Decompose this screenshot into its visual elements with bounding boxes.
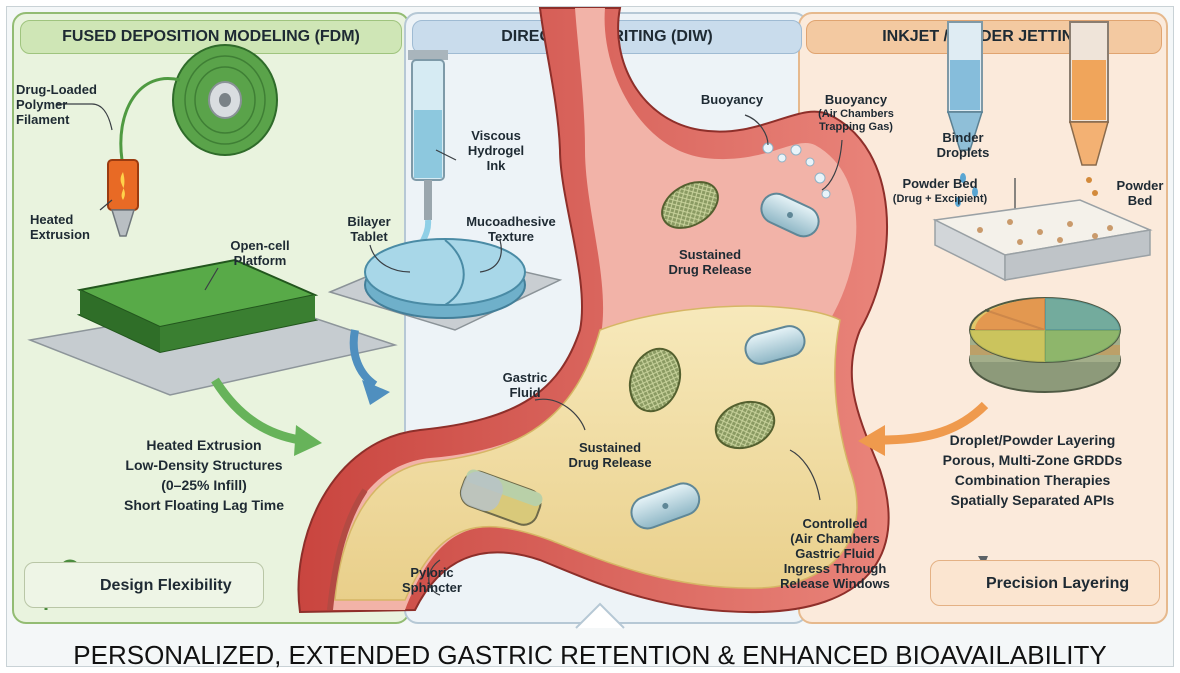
filament-strand	[121, 78, 180, 160]
ink-label: Viscous Hydrogel Ink	[456, 128, 536, 173]
inkjet-features: Droplet/Powder Layering Porous, Multi-Zo…	[905, 430, 1160, 510]
powder-bed-sublabel: (Drug + Excipient)	[870, 193, 1010, 206]
sustained-release-lower-label: Sustained Drug Release	[560, 440, 660, 470]
platform-label: Open-cell Platform	[210, 238, 310, 268]
extruder-nozzle-icon	[108, 160, 138, 236]
inkjet-feature-2: Porous, Multi-Zone GRDDs	[905, 450, 1160, 470]
footer-title: PERSONALIZED, EXTENDED GASTRIC RETENTION…	[0, 637, 1180, 673]
powder-bed-icon	[935, 200, 1150, 280]
gastric-fluid-label: Gastric Fluid	[490, 370, 560, 400]
powder-bed-label: Powder Bed	[870, 176, 1010, 191]
fdm-badge-label: Design Flexibility	[100, 577, 232, 595]
fdm-feature-3: (0–25% Infill)	[24, 475, 384, 495]
open-cell-platform-icon	[30, 260, 395, 395]
powder-nozzle-icon	[1070, 22, 1108, 165]
sustained-release-upper-label: Sustained Drug Release	[660, 247, 760, 277]
fdm-feature-2: Low-Density Structures	[24, 455, 384, 475]
buoyancy-detail-title: Buoyancy	[806, 92, 906, 107]
footer-pointer	[576, 604, 624, 628]
controlled-release-label: Controlled (Air Chambers Gastric Fluid I…	[760, 516, 910, 591]
syringe-icon	[408, 50, 448, 220]
bilayer-label: Bilayer Tablet	[334, 214, 404, 244]
filament-spool-icon	[173, 45, 277, 155]
inkjet-feature-1: Droplet/Powder Layering	[905, 430, 1160, 450]
fdm-feature-4: Short Floating Lag Time	[24, 495, 384, 515]
inkjet-feature-3: Combination Therapies	[905, 470, 1160, 490]
inkjet-badge-label: Precision Layering	[986, 575, 1129, 593]
inkjet-feature-4: Spatially Separated APIs	[905, 490, 1160, 510]
binder-droplets-label: Binder Droplets	[928, 130, 998, 160]
filament-label: Drug-Loaded Polymer Filament	[16, 82, 106, 127]
buoyancy-detail-label: (Air Chambers Trapping Gas)	[806, 108, 906, 134]
heated-extrusion-label: Heated Extrusion	[30, 212, 110, 242]
fdm-feature-1: Heated Extrusion	[24, 435, 384, 455]
multi-zone-tablet-icon	[970, 298, 1120, 392]
mucoadhesive-label: Mucoadhesive Texture	[456, 214, 566, 244]
bilayer-tablet-icon	[330, 239, 560, 330]
fdm-features: Heated Extrusion Low-Density Structures …	[24, 435, 384, 515]
powder-bed-right-label: Powder Bed	[1112, 178, 1168, 208]
fdm-arrow	[215, 380, 300, 440]
pyloric-sphincter-label: Pyloric Sphincter	[392, 565, 472, 595]
buoyancy-top-label: Buoyancy	[692, 92, 772, 107]
